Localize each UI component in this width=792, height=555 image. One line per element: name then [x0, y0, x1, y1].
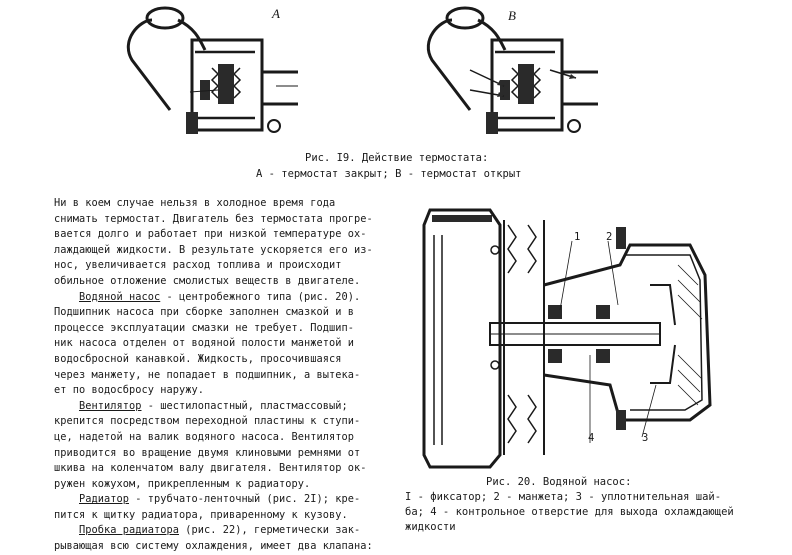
cap-term: Пробка радиатора	[79, 524, 179, 537]
callout-4: 4	[588, 432, 595, 444]
body-line: обильное отложение смолистых веществ в д…	[54, 274, 361, 287]
callout-3: 3	[642, 432, 649, 444]
figure-label-a: A	[272, 6, 280, 21]
thermostat-drawing-b	[426, 6, 598, 134]
body-line: лаждающей жидкости. В результате ускоряе…	[54, 243, 373, 256]
figure-20-caption-line: ба; 4 - контрольное отверстие для выхода…	[405, 506, 734, 518]
body-text-column: Ни в коем случае нельзя в холодное время…	[54, 196, 373, 555]
figure-label-b: B	[508, 8, 516, 23]
callout-1: 1	[574, 231, 581, 243]
body-line: ет по водосбросу наружу.	[54, 384, 204, 397]
cap-paragraph-start: Пробка радиатора (рис. 22), герметически…	[54, 523, 373, 539]
radiator-definition: - трубчато-ленточный (рис. 2I); кре-	[129, 493, 361, 506]
body-line: шкива на коленчатом валу двигателя. Вент…	[54, 462, 367, 475]
figure-20-caption-line: I - фиксатор; 2 - манжета; 3 - уплотните…	[405, 491, 722, 503]
fan-definition: - шестилопастный, пластмассовый;	[141, 399, 348, 412]
body-line: нос, увеличивается расход топлива и прои…	[54, 259, 342, 272]
body-line: водосбросной канавкой. Жидкость, просочи…	[54, 352, 342, 365]
figure-20-caption-line: жидкости	[405, 521, 456, 533]
body-line: через манжету, не попадает в подшипник, …	[54, 368, 361, 381]
radiator-paragraph-start: Радиатор - трубчато-ленточный (рис. 2I);…	[54, 492, 373, 508]
body-line: ружен кожухом, прикрепленным к радиатору…	[54, 477, 311, 490]
cap-definition: (рис. 22), герметически зак-	[179, 524, 361, 537]
thermostat-drawing-a	[126, 6, 298, 134]
body-line: рывающая всю систему охлаждения, имеет д…	[54, 540, 373, 553]
body-line: вается долго и работает при низкой темпе…	[54, 228, 367, 241]
body-line: ник насоса отделен от водяной полости ма…	[54, 337, 354, 350]
body-line: процессе эксплуатации смазки не требует.…	[54, 321, 354, 334]
callout-2: 2	[606, 231, 613, 243]
radiator-term: Радиатор	[79, 493, 129, 506]
body-line: приводится во вращение двумя клиновыми р…	[54, 446, 361, 459]
body-line: крепится посредством переходной пластины…	[54, 415, 361, 428]
water-pump-drawing	[422, 208, 712, 469]
figure-19-caption-title: Рис. I9. Действие термостата:	[305, 152, 489, 164]
pump-paragraph-start: Водяной насос - центробежного типа (рис.…	[54, 290, 373, 306]
figure-19-caption-legend: А - термостат закрыт; В - термостат откр…	[256, 168, 522, 180]
fan-term: Вентилятор	[79, 399, 142, 412]
body-line: Подшипник насоса при сборке заполнен сма…	[54, 306, 354, 319]
body-line: пится к щитку радиатора, приваренному к …	[54, 508, 348, 521]
pump-definition: - центробежного типа (рис. 20).	[160, 290, 361, 303]
body-line: це, надетой на валик водяного насоса. Ве…	[54, 430, 354, 443]
pump-term: Водяной насос	[79, 290, 161, 303]
body-line: Ни в коем случае нельзя в холодное время…	[54, 197, 336, 209]
body-line: снимать термостат. Двигатель без термост…	[54, 212, 373, 225]
fan-paragraph-start: Вентилятор - шестилопастный, пластмассов…	[54, 399, 373, 415]
figure-20-caption-title: Рис. 20. Водяной насос:	[486, 476, 632, 488]
